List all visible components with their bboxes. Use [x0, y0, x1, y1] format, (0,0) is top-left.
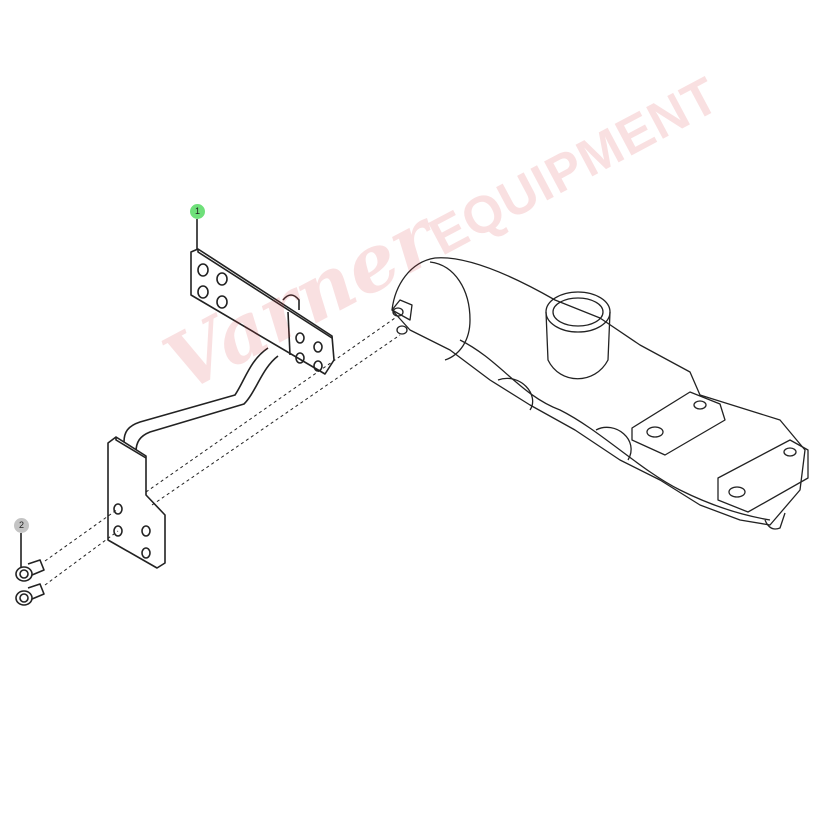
- callout-1[interactable]: 1: [190, 204, 205, 219]
- callout-2[interactable]: 2: [14, 518, 29, 533]
- bolts-part-2[interactable]: [15, 559, 45, 606]
- manifold-assembly: [391, 257, 809, 530]
- bracket-part-1[interactable]: [107, 248, 335, 569]
- assembly-guide-lines: [44, 317, 401, 586]
